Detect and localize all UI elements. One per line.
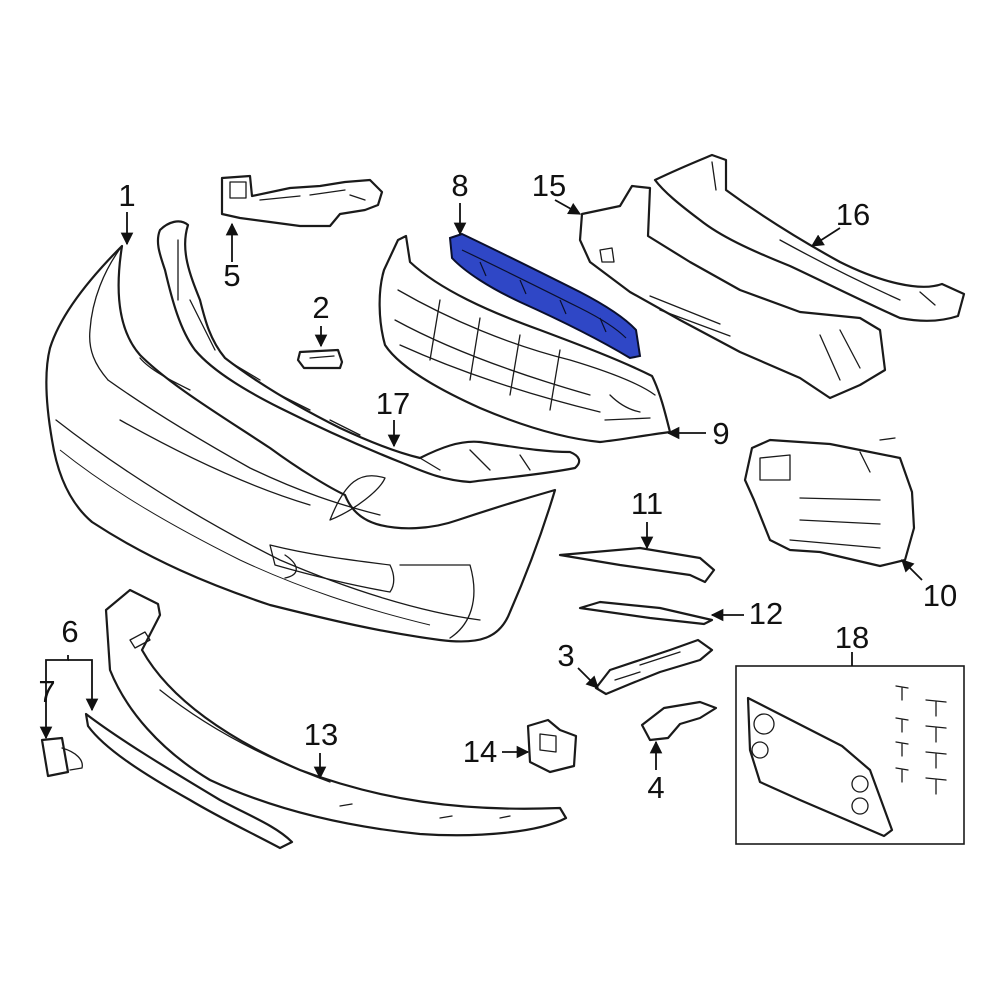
part-4-bracket[interactable] xyxy=(640,700,718,742)
callout-6: 6 xyxy=(61,614,78,649)
callout-15: 15 xyxy=(532,168,566,203)
callout-1: 1 xyxy=(118,178,135,213)
callout-14: 14 xyxy=(463,734,497,769)
part-3-bracket[interactable] xyxy=(594,638,714,696)
part-14-clip-bracket[interactable] xyxy=(526,718,578,774)
callout-11: 11 xyxy=(631,486,663,521)
fastener-set xyxy=(895,685,947,795)
callout-17: 17 xyxy=(376,386,410,421)
part-7-tow-cover[interactable] xyxy=(40,736,83,778)
leader-lines xyxy=(39,199,923,780)
callout-16: 16 xyxy=(836,197,870,232)
part-13-lower-spoiler[interactable] xyxy=(104,588,568,837)
callout-7: 7 xyxy=(38,674,55,709)
callout-10: 10 xyxy=(923,578,957,613)
callout-18: 18 xyxy=(835,620,869,655)
callout-5: 5 xyxy=(223,258,240,293)
part-8-grille-insert-highlighted[interactable] xyxy=(448,232,642,360)
callout-8: 8 xyxy=(451,168,468,203)
part-17-upper-support[interactable] xyxy=(156,220,581,484)
part-2-clip[interactable] xyxy=(296,348,344,370)
part-6-lower-trim-strip[interactable] xyxy=(84,712,294,850)
callout-12: 12 xyxy=(749,596,783,631)
part-16-reinforcement[interactable] xyxy=(653,153,966,322)
part-15-absorber[interactable] xyxy=(578,184,887,400)
callout-9: 9 xyxy=(712,416,729,451)
part-18-license-plate-kit[interactable] xyxy=(735,665,965,845)
part-12-trim[interactable] xyxy=(578,600,714,626)
callout-13: 13 xyxy=(304,717,338,752)
callout-4: 4 xyxy=(647,770,664,805)
part-11-trim[interactable] xyxy=(558,546,716,584)
callout-labels: 1 2 3 4 5 6 7 8 9 10 11 12 13 14 15 16 1… xyxy=(38,168,957,805)
part-1-bumper-cover[interactable] xyxy=(45,244,557,643)
callout-2: 2 xyxy=(312,290,329,325)
part-10-lower-bracket[interactable] xyxy=(743,437,916,568)
callout-3: 3 xyxy=(557,638,574,673)
part-9-grille[interactable] xyxy=(378,234,672,444)
part-5-bracket[interactable] xyxy=(220,174,384,228)
